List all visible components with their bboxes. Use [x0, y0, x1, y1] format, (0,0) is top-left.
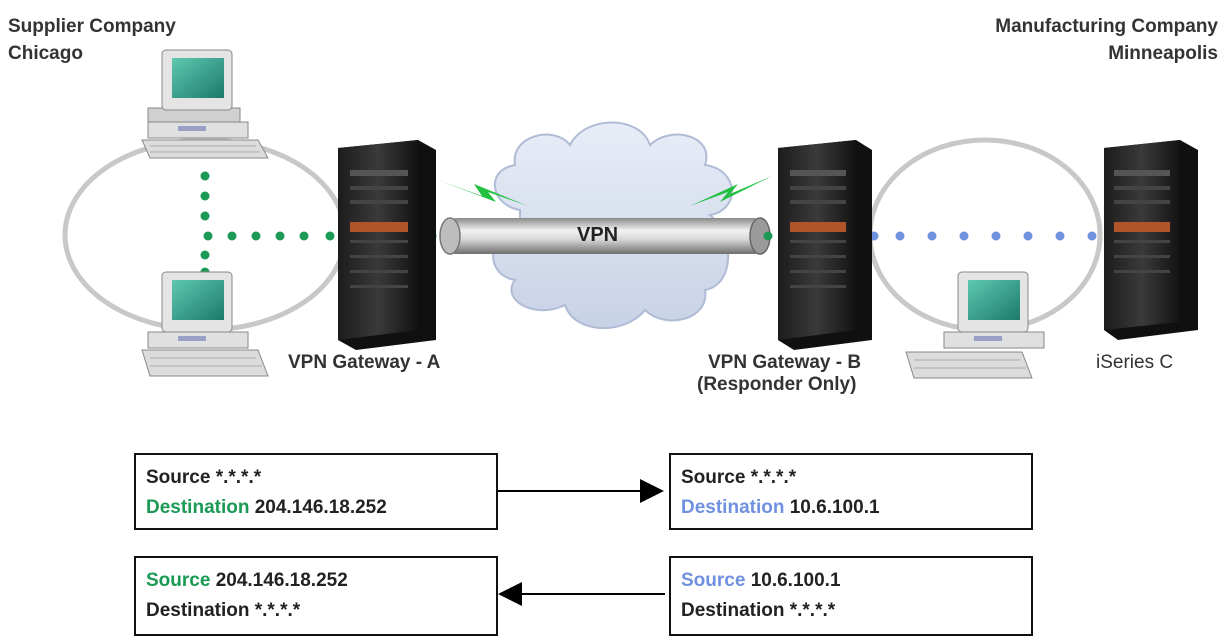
rule-box-inbound-b: Source *.*.*.* Destination 10.6.100.1: [669, 453, 1033, 530]
rule-destination-line: Destination *.*.*.*: [146, 600, 301, 621]
server-iseries-c: [1104, 140, 1198, 340]
server-gateway-b: [778, 140, 872, 350]
vpn-tunnel: [439, 217, 771, 255]
rule-destination-line: Destination 10.6.100.1: [681, 497, 880, 518]
gateway-b-sublabel: (Responder Only): [697, 374, 857, 395]
rule-destination-line: Destination *.*.*.*: [681, 600, 836, 621]
site-left-city: Chicago: [8, 43, 83, 64]
lightning-right-icon: [690, 176, 772, 206]
rule-destination-line: Destination 204.146.18.252: [146, 497, 387, 518]
workstation-top-left: [141, 49, 269, 159]
workstation-bottom-left: [141, 271, 269, 377]
workstation-right: [905, 271, 1045, 379]
lightning-left-icon: [438, 180, 528, 206]
server-c-label: iSeries C: [1096, 352, 1174, 373]
gateway-a-label: VPN Gateway - A: [288, 352, 441, 373]
rule-source-line: Source 10.6.100.1: [681, 570, 841, 591]
rule-source-line: Source *.*.*.*: [681, 467, 797, 488]
rule-box-inbound-a: Source 204.146.18.252 Destination *.*.*.…: [134, 556, 498, 636]
rule-box-outbound-b: Source 10.6.100.1 Destination *.*.*.*: [669, 556, 1033, 636]
tunnel-label: VPN: [577, 224, 619, 246]
site-right-name: Manufacturing Company: [995, 16, 1218, 37]
rule-source-line: Source 204.146.18.252: [146, 570, 348, 591]
site-left-name: Supplier Company: [8, 16, 176, 37]
site-right-city: Minneapolis: [1108, 43, 1218, 64]
server-gateway-a: [338, 140, 436, 350]
gateway-b-label: VPN Gateway - B: [708, 352, 862, 373]
rule-box-outbound-a: Source *.*.*.* Destination 204.146.18.25…: [134, 453, 498, 530]
rule-source-line: Source *.*.*.*: [146, 467, 262, 488]
